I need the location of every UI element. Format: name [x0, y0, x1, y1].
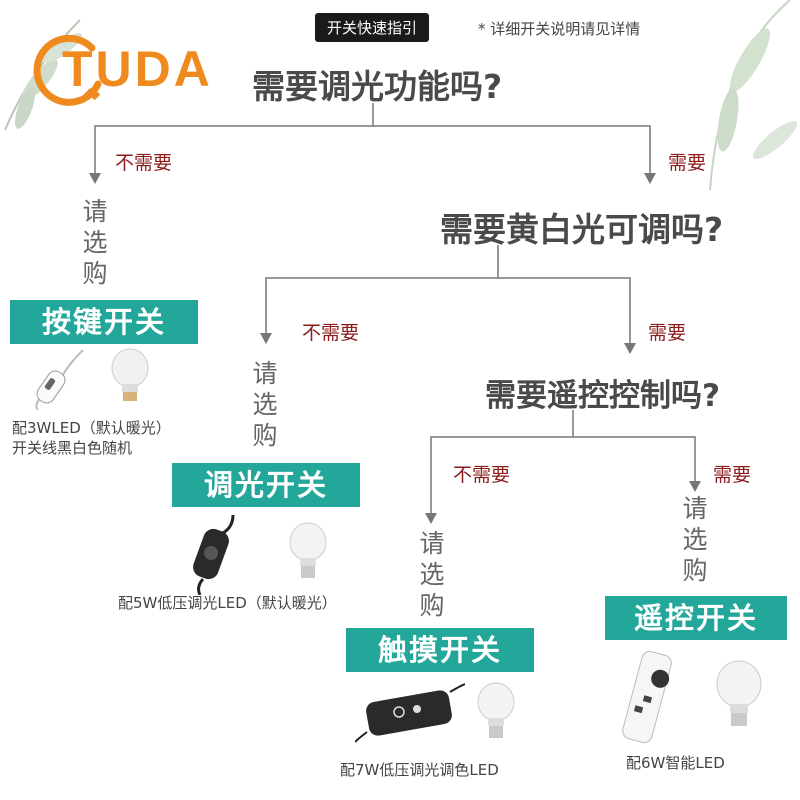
bulb-7w-icon: [477, 682, 515, 738]
bulb-6w-icon: [716, 660, 762, 726]
option-remote-switch: 遥控开关: [605, 596, 787, 640]
please-choose-4: 请选购: [682, 494, 708, 585]
option-dimmer-switch: 调光开关: [172, 463, 360, 507]
please-choose-3: 请选购: [419, 529, 445, 620]
caption-remote-switch: 配6W智能LED: [626, 754, 725, 772]
leaf-decoration-right: [709, 0, 798, 191]
question-remote: 需要遥控控制吗?: [485, 378, 720, 414]
option-button-switch: 按键开关: [10, 300, 198, 344]
caption-button-switch: 配3WLED（默认暖光） 开关线黑白色随机: [12, 419, 171, 457]
bulb-3w-icon: [111, 348, 149, 401]
option-touch-switch: 触摸开关: [346, 628, 534, 672]
guide-badge: 开关快速指引: [315, 13, 430, 42]
details-note: * 详细开关说明请见详情: [478, 20, 641, 38]
question-color-temp: 需要黄白光可调吗?: [440, 210, 724, 249]
cord-switch-icon: [35, 350, 84, 410]
branch-yes-remote: 需要: [713, 464, 752, 486]
branch-no-dimming: 不需要: [115, 152, 173, 174]
caption-dimmer-switch: 配5W低压调光LED（默认暖光）: [118, 594, 337, 612]
bulb-5w-icon: [289, 522, 327, 578]
remote-control-icon: [622, 650, 672, 744]
logo-ring-icon: [33, 34, 102, 106]
touch-controller-icon: [355, 683, 465, 743]
branch-yes-color-temp: 需要: [648, 322, 687, 344]
please-choose-1: 请选购: [82, 197, 108, 288]
brand-logo: TUDA: [62, 41, 213, 97]
branch-yes-dimming: 需要: [668, 152, 707, 174]
branch-no-remote: 不需要: [453, 464, 511, 486]
caption-touch-switch: 配7W低压调光调色LED: [340, 761, 499, 779]
branch-no-color-temp: 不需要: [302, 322, 360, 344]
question-dimming: 需要调光功能吗?: [252, 67, 503, 106]
please-choose-2: 请选购: [252, 359, 278, 450]
rotary-dimmer-icon: [193, 515, 235, 595]
